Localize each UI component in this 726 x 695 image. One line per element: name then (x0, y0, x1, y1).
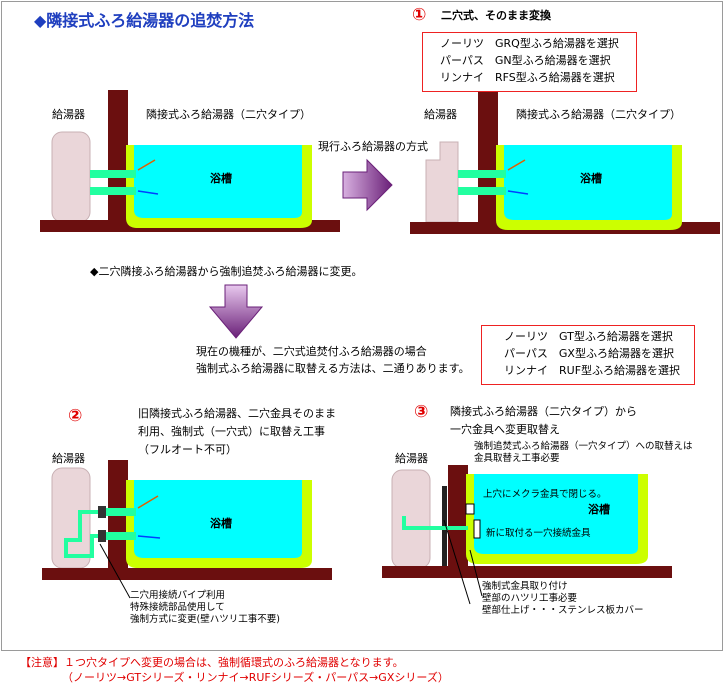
wall (478, 90, 498, 225)
pipe-lower (98, 532, 136, 540)
pipe-upper (458, 170, 506, 178)
callout-line-2 (443, 519, 471, 605)
option1-model-box: ノーリツ GRQ型ふろ給湯器を選択 パーパス GN型ふろ給湯器を選択 リンナイ … (422, 32, 637, 92)
model-line: ノーリツ GT型ふろ給湯器を選択 (504, 330, 673, 343)
unit-label: 隣接式ふろ給湯器（二穴タイプ） (146, 108, 311, 121)
option3-subnote-line: 強制追焚式ふろ給湯器（一穴タイプ）への取替えは (474, 441, 693, 452)
flow-in (507, 190, 529, 195)
upper-hole-label: 上穴にメクラ金具で閉じる。 (483, 489, 607, 500)
option2-callout-line: 二穴用接続パイプ利用 (130, 590, 226, 601)
model-line: ノーリツ GRQ型ふろ給湯器を選択 (440, 37, 619, 50)
flow-in (137, 190, 159, 195)
option3-subnote-line: 金具取替え工事必要 (474, 453, 560, 464)
option1-number: ① (412, 5, 427, 25)
current-models-line: 強制式ふろ給湯器に取替える方法は、二通りあります。 (196, 362, 470, 375)
callout-line (469, 549, 483, 597)
pipe-upper (90, 170, 136, 178)
option2-callout-line: 特殊接続部品使用して (130, 602, 225, 613)
new-fitting (473, 519, 481, 539)
blind-plug (465, 503, 475, 515)
heater-unit-slim (425, 141, 459, 223)
bath-label: 浴槽 (210, 172, 232, 185)
option1-heading: 二穴式、そのまま変換 (441, 9, 551, 22)
option3-bottom-note: 壁部仕上げ・・・ステンレス板カバー (482, 605, 644, 616)
bath-label: 浴槽 (588, 503, 610, 516)
option3-bottom-note: 強制式金具取り付け (482, 581, 568, 592)
current-models-line: 現在の機種が、二穴式追焚付ふろ給湯器の場合 (196, 345, 427, 358)
heater-unit (51, 467, 91, 569)
wall (108, 90, 128, 225)
heater-label: 給湯器 (395, 452, 428, 465)
current-method-label: 現行ふろ給湯器の方式 (318, 140, 428, 153)
model-line: パーパス GX型ふろ給湯器を選択 (504, 347, 674, 360)
flow-out (137, 159, 156, 171)
down-arrow (208, 284, 264, 339)
wall (448, 465, 468, 569)
heater-unit (51, 131, 91, 223)
option3-desc-line: 隣接式ふろ給湯器（二穴タイプ）から (450, 405, 637, 418)
flow-out (137, 495, 159, 509)
flow-in (137, 535, 161, 539)
pipe-upper (98, 508, 136, 516)
model-line: リンナイ RFS型ふろ給湯器を選択 (440, 71, 615, 84)
new-fitting-label: 新に取付る一穴接続金具 (486, 528, 591, 539)
bath-label: 浴槽 (580, 172, 602, 185)
option3-number: ③ (414, 402, 429, 422)
panel-top-left (40, 90, 340, 232)
fitting-upper (98, 506, 106, 518)
floor (382, 566, 672, 578)
option2-desc-line: （フルオート不可） (138, 443, 237, 456)
water (474, 474, 638, 554)
unit-label: 隣接式ふろ給湯器（二穴タイプ） (516, 108, 681, 121)
panel-bottom-right (382, 465, 672, 605)
water (504, 145, 672, 220)
heater-label: 給湯器 (52, 452, 85, 465)
option2-number: ② (68, 406, 83, 426)
diagram-frame (1, 1, 723, 651)
caution-line: （ノーリツ→GTシリーズ・リンナイ→RUFシリーズ・パーパス→GXシリーズ） (62, 671, 449, 684)
heater-unit (391, 469, 431, 569)
conversion-pipe (64, 510, 98, 558)
option2-desc-line: 利用、強制式（一穴式）に取替え工事 (138, 425, 325, 438)
bath-label: 浴槽 (210, 517, 232, 530)
flow-out (507, 159, 526, 171)
pipe-lower (90, 187, 136, 195)
page-title: ◆隣接式ふろ給湯器の追焚方法 (34, 11, 255, 30)
pipe-lower (458, 187, 506, 195)
caution-line: 【注意】１つ穴タイプへ変更の場合は、強制循環式のふろ給湯器となります。 (20, 656, 404, 669)
forced-model-box: ノーリツ GT型ふろ給湯器を選択 パーパス GX型ふろ給湯器を選択 リンナイ R… (481, 325, 695, 385)
option2-callout-line: 強制方式に変更(壁ハツリ工事不要) (130, 614, 280, 625)
heater-label: 給湯器 (52, 108, 85, 121)
option3-desc-line: 一穴金具へ変更取替え (450, 423, 560, 436)
floor (42, 568, 332, 580)
model-line: リンナイ RUF型ふろ給湯器を選択 (504, 364, 681, 377)
panel-bottom-left (42, 460, 332, 599)
option2-desc-line: 旧隣接式ふろ給湯器、二穴金具そのまま (138, 407, 336, 420)
option3-bottom-note: 壁部のハツリ工事必要 (482, 593, 578, 604)
heater-label: 給湯器 (424, 108, 457, 121)
model-line: パーパス GN型ふろ給湯器を選択 (440, 54, 611, 67)
change-note: ◆二穴隣接ふろ給湯器から強制追焚ふろ給湯器に変更。 (90, 265, 363, 278)
right-arrow (342, 158, 393, 212)
callout-line (99, 543, 131, 599)
water (134, 480, 302, 558)
panel-top-right (410, 90, 720, 234)
fitting-lower (98, 530, 106, 542)
water (134, 145, 302, 218)
